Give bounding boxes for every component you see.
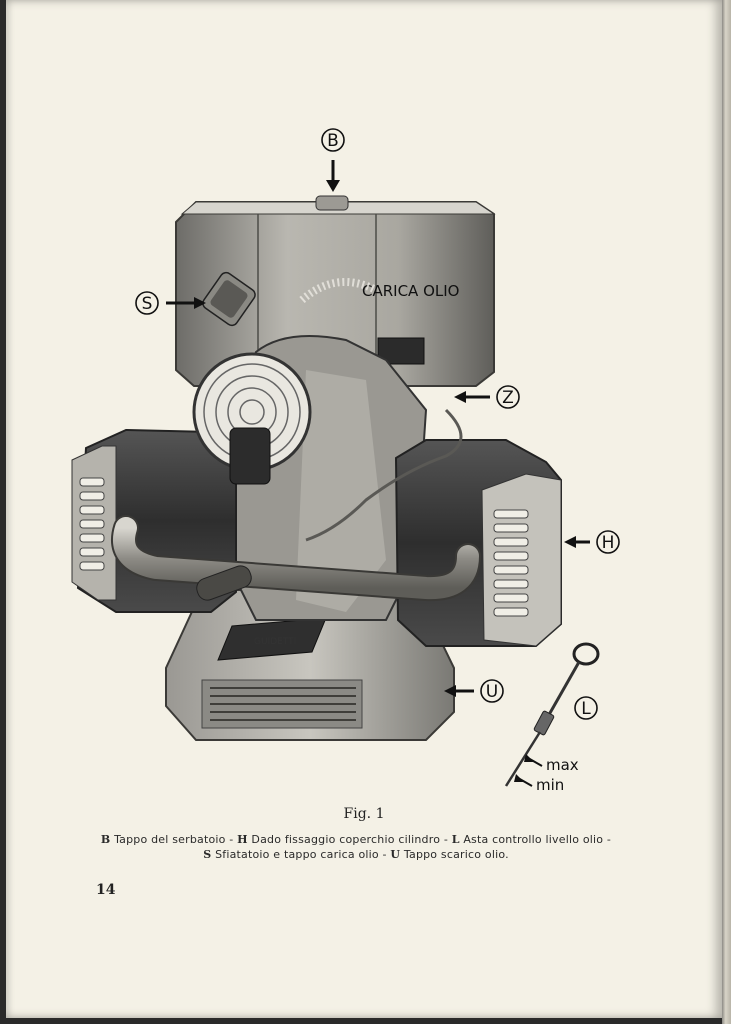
legend-key-l: L — [451, 833, 460, 846]
legend-key-u: U — [390, 848, 401, 861]
figure-title: Fig. 1 — [343, 806, 385, 822]
tank-label: CARICA OLIO — [362, 282, 459, 300]
legend-text-b: Tappo del serbatoio - — [110, 833, 238, 846]
svg-text:S: S — [142, 294, 153, 314]
svg-text:Z: Z — [502, 388, 514, 408]
svg-text:min: min — [536, 776, 564, 794]
page-number: 14 — [96, 882, 116, 898]
carburetor — [229, 427, 271, 485]
breather-cap — [202, 271, 256, 327]
fuel-line — [305, 408, 463, 542]
right-cylinder — [394, 439, 562, 647]
callout-h: H — [564, 530, 620, 554]
svg-text:L: L — [581, 699, 591, 719]
legend-key-h: H — [237, 833, 248, 846]
callout-u: U — [444, 679, 504, 703]
brand-label: GUIDETTI — [254, 637, 296, 647]
legend-key-s: S — [203, 848, 212, 861]
oil-tank: CARICA OLIO — [175, 195, 496, 387]
callout-z: Z — [454, 385, 520, 409]
book-page: CARICA OLIO GUIDETTI — [6, 0, 722, 1018]
dipstick — [504, 642, 600, 787]
legend-key-b: B — [100, 833, 111, 846]
svg-text:U: U — [486, 682, 498, 702]
crankcase: GUIDETTI — [165, 589, 455, 741]
engine-illustration: CARICA OLIO GUIDETTI — [71, 128, 620, 794]
air-filter — [192, 352, 312, 485]
callout-s: S — [135, 291, 206, 315]
svg-text:B: B — [327, 131, 339, 151]
legend-text-l: Asta controllo livello olio - — [459, 833, 612, 846]
dipstick-max-mark: max — [524, 754, 579, 774]
handle-grip — [196, 565, 252, 601]
figure-legend: B Tappo del serbatoio - H Dado fissaggio… — [96, 832, 616, 862]
svg-text:H: H — [602, 533, 615, 553]
callout-b: B — [321, 128, 345, 192]
callout-l: L — [574, 696, 598, 720]
legend-text-h: Dado fissaggio coperchio cilindro - — [247, 833, 452, 846]
tank-cap — [315, 195, 349, 211]
svg-text:max: max — [546, 756, 579, 774]
book-edge — [722, 0, 731, 1024]
legend-text-s: Sfiatatoio e tappo carica olio - — [211, 848, 391, 861]
legend-text-u: Tappo scarico olio. — [400, 848, 509, 861]
exhaust-pipe — [111, 515, 481, 602]
dipstick-min-mark: min — [514, 774, 564, 794]
